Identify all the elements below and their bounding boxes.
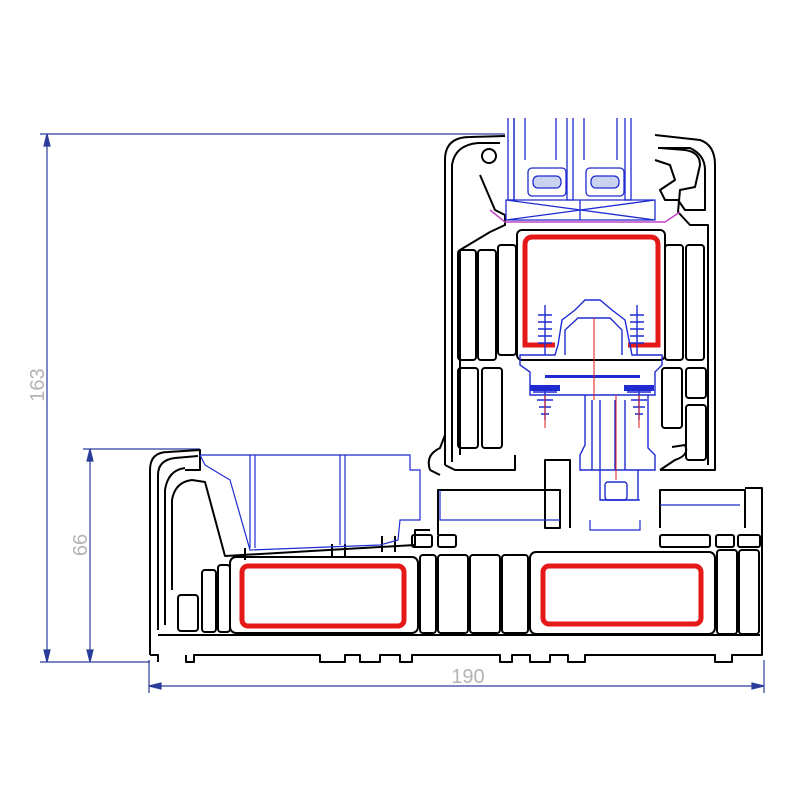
dim-66-label: 66 (70, 534, 92, 556)
frame-ribs (244, 536, 396, 560)
spacer-left-desiccant (532, 175, 562, 189)
frame-right-steel (540, 563, 704, 627)
frame-chamber-m (437, 534, 457, 548)
spacer-left (527, 167, 567, 197)
frame-chamber-c (217, 564, 231, 633)
screw-left-head (530, 385, 560, 391)
frame-chamber-l (659, 534, 711, 548)
dim-163-arrow-bottom (43, 649, 51, 663)
axis-lines (544, 318, 640, 480)
sash-chamber-l2 (477, 249, 497, 361)
dim-190-arrow-left (148, 682, 162, 690)
dim-163-arrow-top (43, 133, 51, 147)
hardware (519, 299, 663, 501)
sash-chamber-r1 (664, 244, 684, 361)
frame-inner-blue-lines (439, 490, 740, 531)
sash-chamber-r2 (685, 244, 705, 361)
sash-right-wall (659, 147, 709, 465)
frame-center-web (437, 459, 746, 535)
sash-steel (522, 234, 661, 348)
steel-reinforcements (239, 234, 704, 629)
screw-right-head (624, 385, 654, 391)
hardware-channel (519, 299, 663, 396)
dim-190-label: 190 (451, 666, 484, 688)
sash-steel-chamber (516, 229, 666, 361)
frame-chamber-b (201, 569, 217, 633)
frame-chamber-d (419, 554, 437, 634)
frame-chamber-e (437, 554, 469, 634)
glazing-accent (489, 209, 681, 223)
hardware-strip (545, 375, 640, 378)
frame-chamber-h (716, 549, 738, 635)
glass-pane-1 (507, 118, 515, 201)
screw-left-upper (538, 305, 552, 355)
dimension-lines (40, 133, 765, 693)
screw-right-upper (630, 305, 644, 355)
sash-chamber-r3 (661, 367, 683, 429)
frame-outer-contour (149, 449, 763, 663)
dim-66-arrow-bottom (86, 649, 94, 663)
bead-outline (199, 454, 421, 551)
frame-right-chamber (529, 551, 716, 635)
dim-163-label: 163 (27, 368, 49, 401)
frame-chamber-a (177, 594, 199, 632)
sash-chamber-l1 (457, 249, 477, 361)
glazing-pink-line (489, 209, 681, 223)
frame-profile (149, 449, 763, 663)
glazing-block (505, 199, 656, 221)
frame-chamber-k (715, 534, 735, 548)
frame-chamber-g (501, 554, 529, 634)
sash-chamber-l5 (497, 244, 517, 356)
sash-glazing-bead-right (654, 147, 706, 211)
frame-chamber-n (411, 534, 433, 548)
spacer-right-desiccant (590, 175, 620, 189)
sash-chamber-r5 (685, 404, 707, 461)
frame-chamber-i (738, 549, 760, 635)
lock-bolt (604, 481, 628, 501)
frame-chamber-f (469, 554, 501, 634)
sash-outer-contour (444, 134, 716, 471)
sash-profile (427, 134, 716, 476)
frame-left-steel (239, 563, 407, 629)
glass-pane-3 (624, 118, 632, 201)
spacer-right (585, 167, 625, 197)
sash-chamber-l3 (457, 367, 479, 449)
hardware-fill (530, 375, 654, 391)
sash-hinge-clip-left (481, 148, 497, 164)
dim-66-arrow-top (86, 448, 94, 462)
frame-chamber-j (737, 534, 761, 548)
dim-190-arrow-right (751, 682, 765, 690)
sash-chamber-r4 (685, 367, 707, 399)
lock-mechanism (579, 395, 656, 501)
frame-glazing-bead (199, 454, 740, 551)
sash-bottom-seal (427, 434, 688, 476)
glass-pane-2 (566, 118, 574, 201)
glass-outer-frame (513, 118, 618, 200)
sash-chamber-l4 (481, 367, 503, 449)
glass-unit (505, 118, 656, 221)
frame-left-curved-wall (157, 455, 430, 630)
